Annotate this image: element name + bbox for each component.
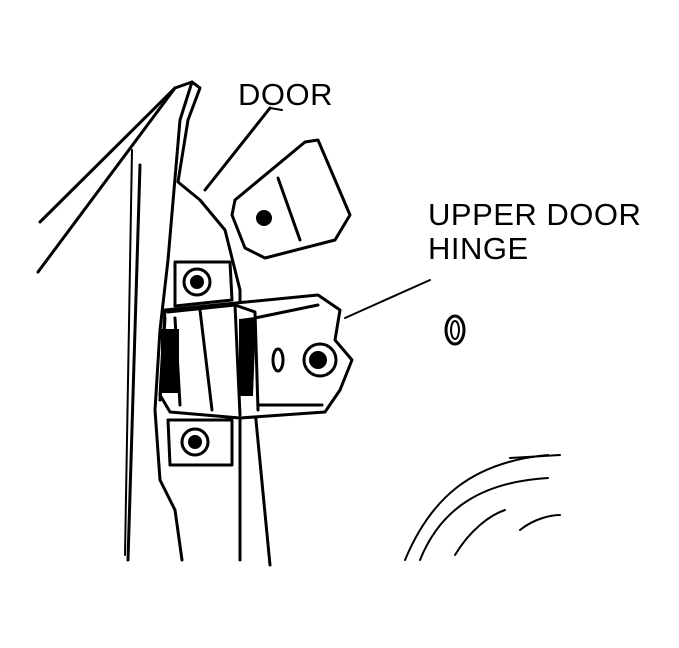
bracket-hole-icon xyxy=(256,210,272,226)
upper-door-hinge-label: UPPER DOOR HINGE xyxy=(428,198,641,266)
door-label: DOOR xyxy=(238,77,333,112)
hinge-label-line1: UPPER DOOR xyxy=(428,197,642,232)
door-frame xyxy=(36,80,202,562)
washer xyxy=(444,314,466,346)
leader-lines xyxy=(269,107,431,319)
hinge-body xyxy=(158,293,354,420)
washer-icon xyxy=(444,314,466,346)
hinge-slot-icon xyxy=(271,347,285,373)
hinge-label-line2: HINGE xyxy=(428,231,529,266)
hinge-leader-line xyxy=(344,279,431,319)
upper-mount-plate xyxy=(173,260,234,308)
lower-mount-plate xyxy=(166,418,234,467)
striker-bracket xyxy=(230,138,352,260)
hinge-pin xyxy=(158,316,167,402)
wheel-arch xyxy=(404,454,561,561)
